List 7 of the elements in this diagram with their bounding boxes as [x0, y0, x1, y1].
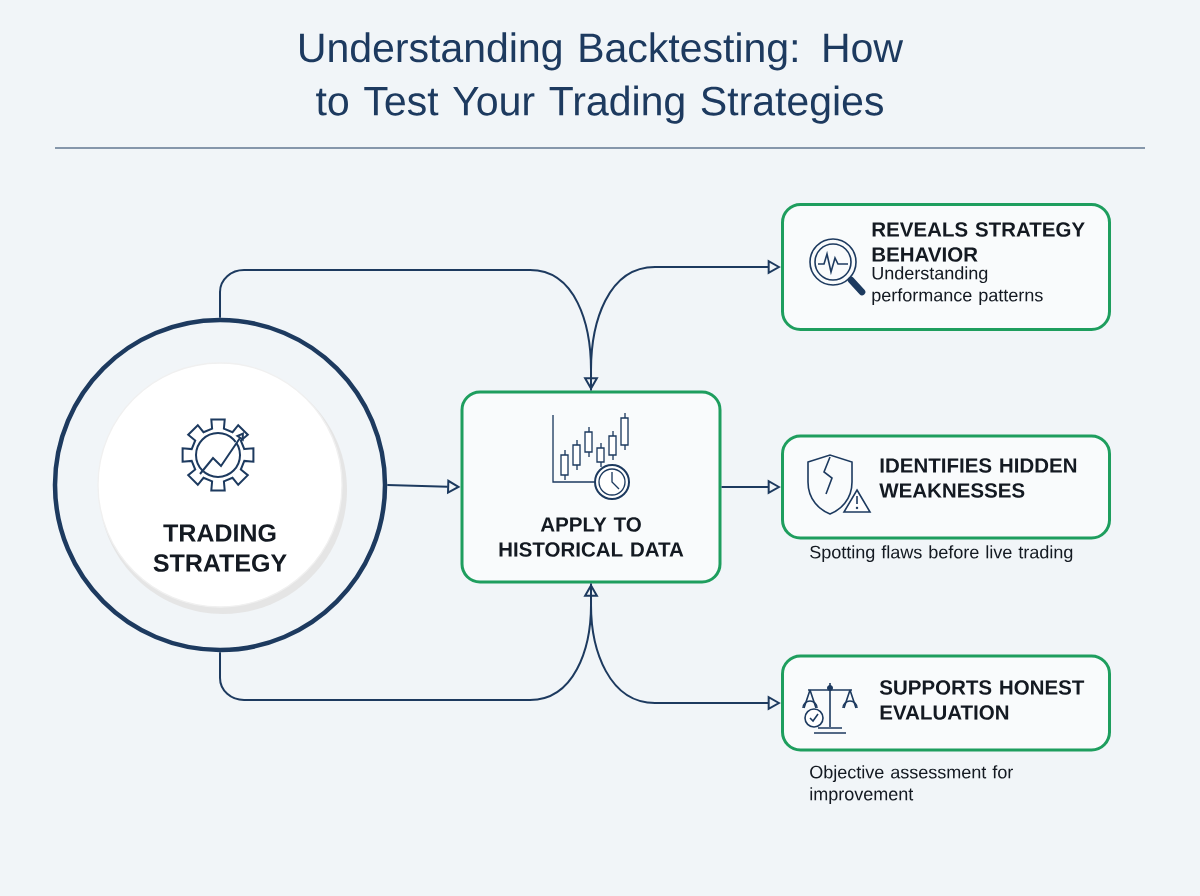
result-card: SUPPORTS HONEST EVALUATION: [781, 654, 1111, 752]
node-label: Objective assessment for improvement: [810, 765, 1013, 804]
result-card: IDENTIFIES HIDDEN WEAKNESSES: [781, 434, 1111, 540]
node-label: Spotting flaws before live trading: [810, 545, 1073, 563]
title: Understanding Backtesting: How to Test Your Trading Strategies: [300, 32, 904, 124]
result-card: REVEALS STRATEGY BEHAVIOR Understanding performance patterns: [781, 203, 1111, 331]
result-card: APPLY TO HISTORICAL DATA: [460, 390, 722, 584]
